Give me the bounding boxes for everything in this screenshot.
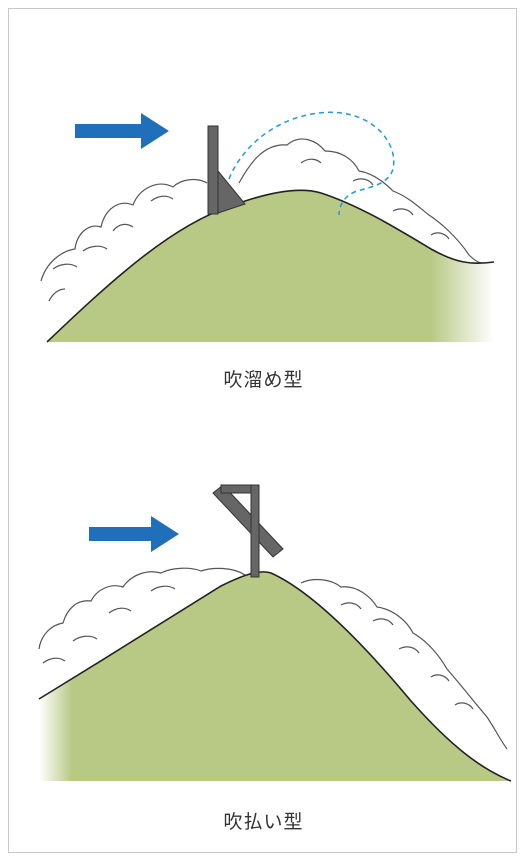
diagram-caption-blow-off: 吹払い型 [223,811,304,833]
snow-fence-icon [212,484,284,578]
blow-off-type-panel: 吹払い型 [9,409,518,854]
snow-fence-icon [207,125,246,215]
snowdrift-outline [40,138,482,302]
wind-eddy-path [228,111,395,216]
accumulation-type-panel: 吹溜め型 [9,9,518,409]
hill-outline [46,189,495,343]
diagram-caption-accumulation: 吹溜め型 [223,369,304,391]
hill-outline [38,571,512,782]
wind-arrow-icon [89,516,179,552]
figure-frame: 吹溜め型 [8,8,517,853]
accumulation-type-diagram [40,111,495,343]
snowdrift-outline [38,567,508,750]
hill [47,190,494,342]
blow-off-type-diagram [38,484,512,782]
wind-arrow-icon [75,113,169,149]
hill [39,571,511,781]
